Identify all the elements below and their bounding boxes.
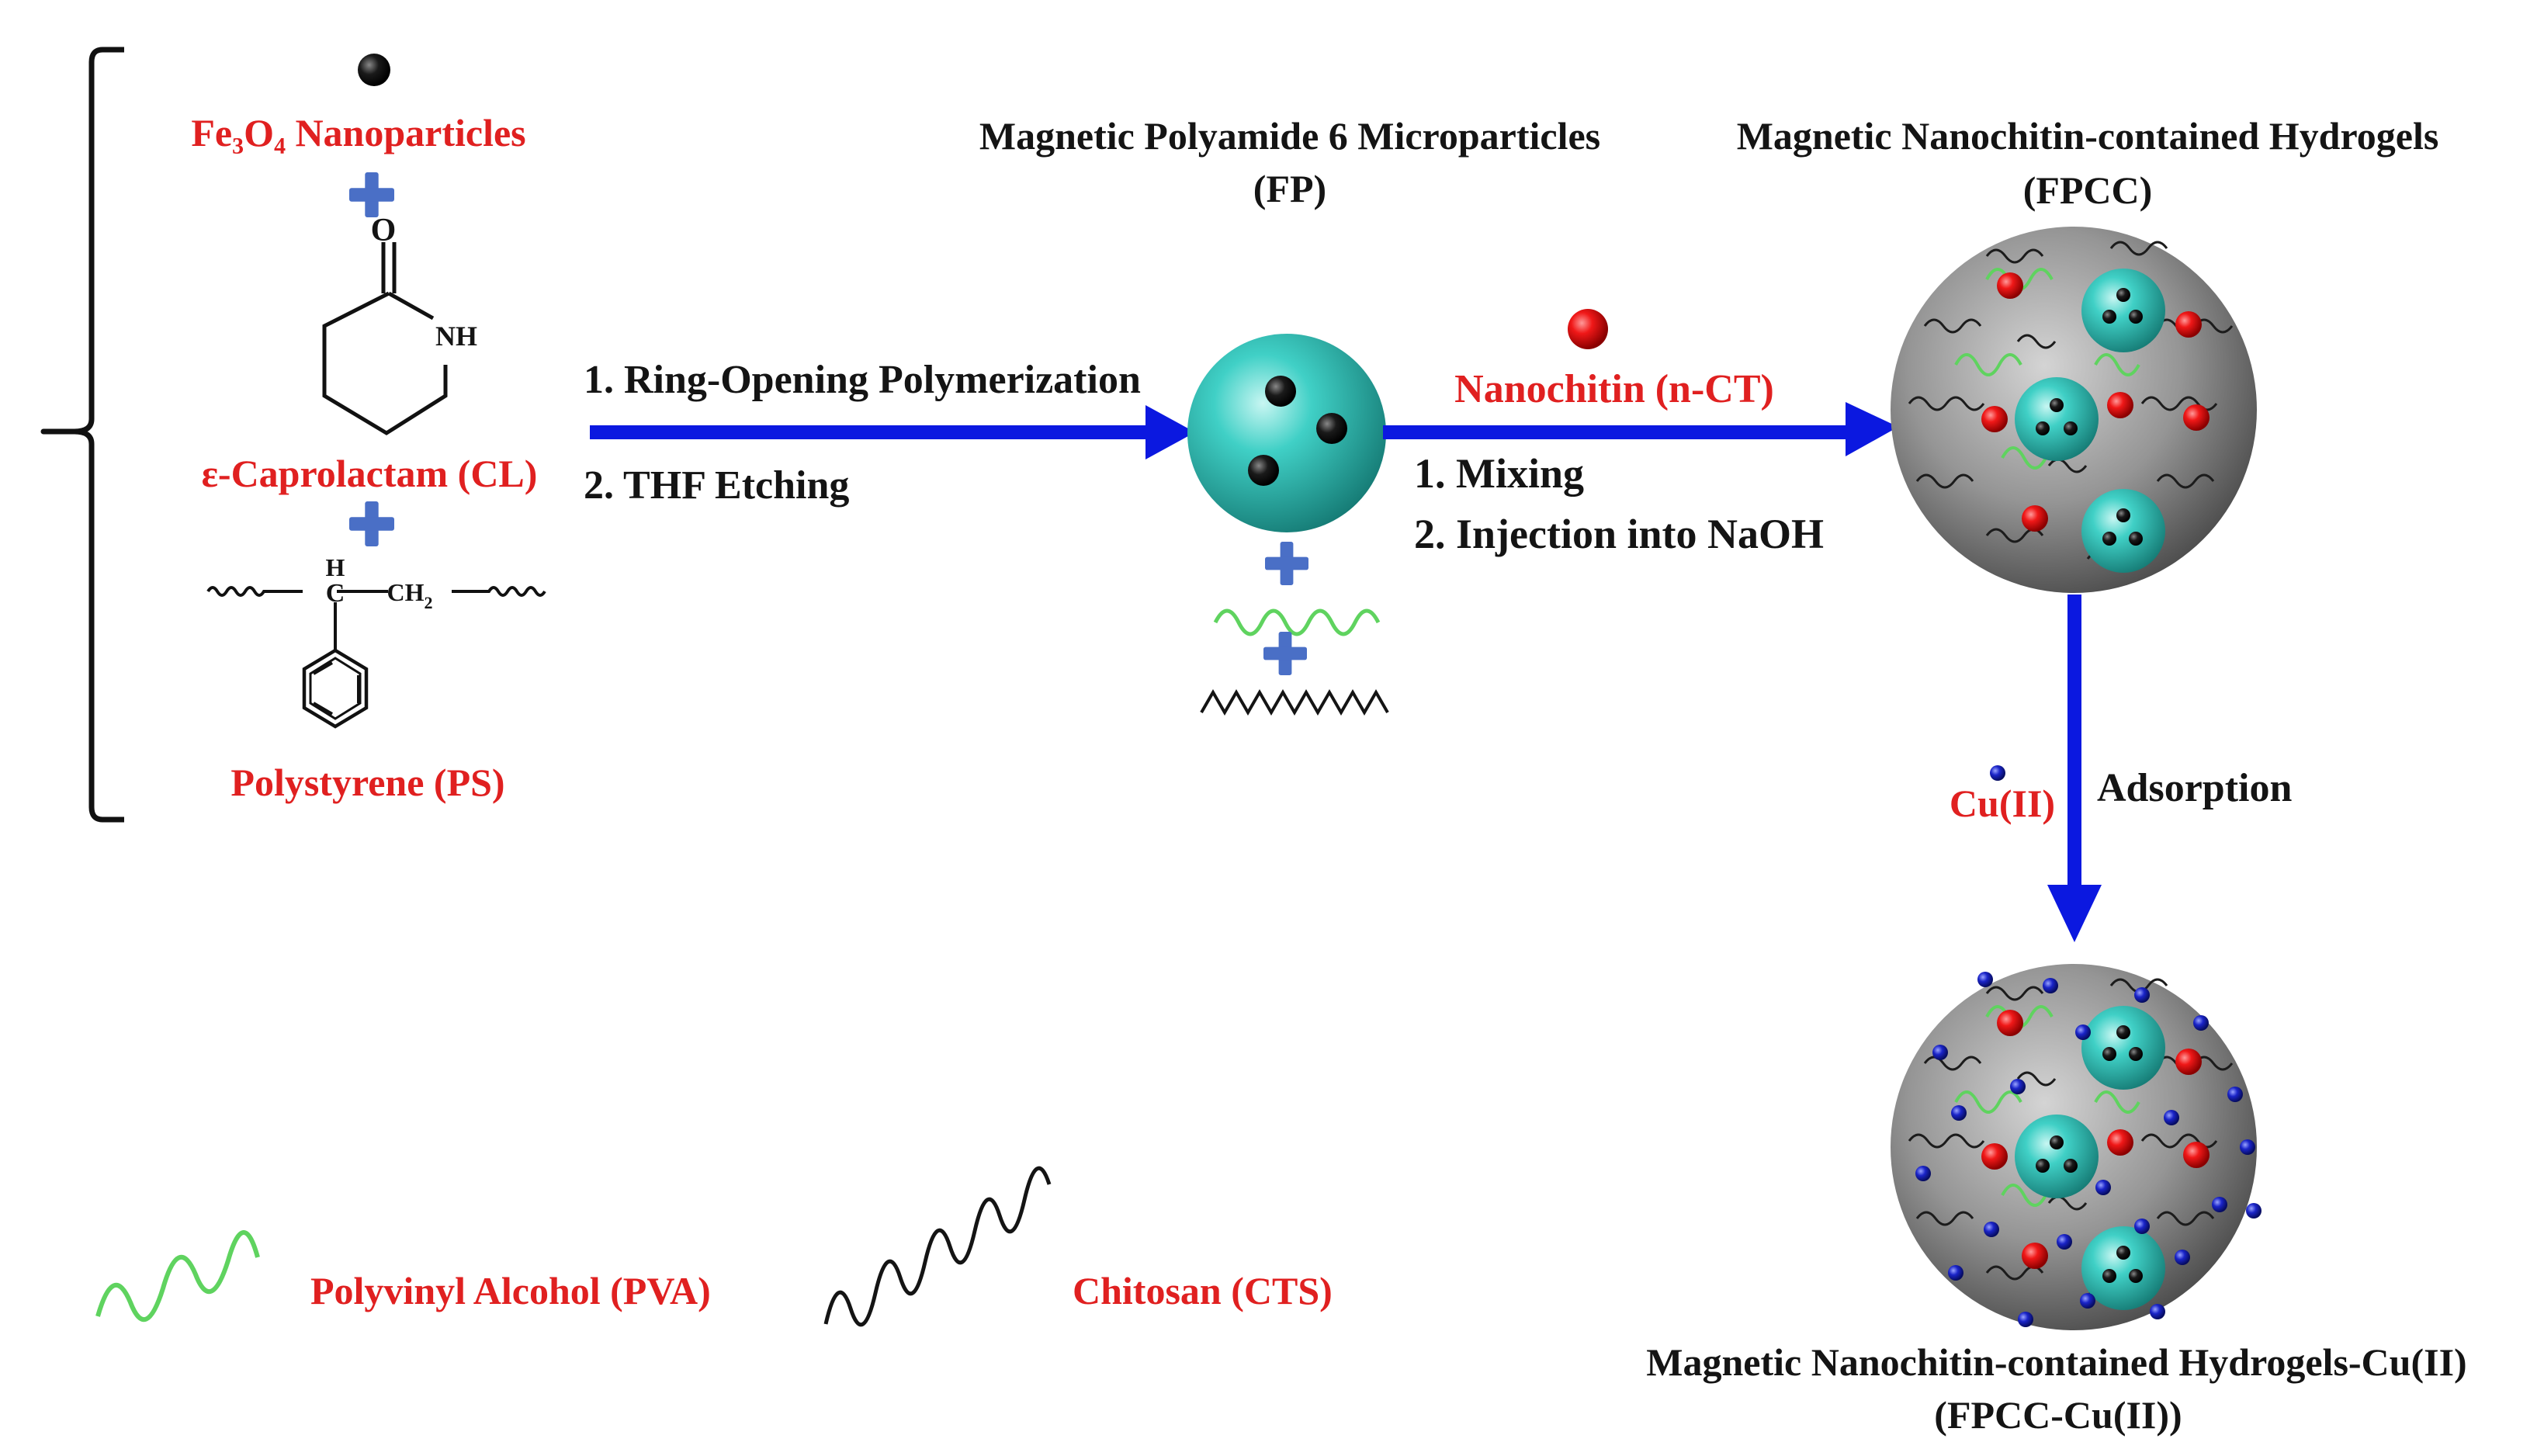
legend-pva-icon xyxy=(95,1230,260,1323)
fpcc-cu-abbr: (FPCC-Cu(II)) xyxy=(1934,1393,2182,1437)
nanochitin-label: Nanochitin (n-CT) xyxy=(1454,367,1774,411)
caprolactam-nh: NH xyxy=(435,321,477,352)
arrow-step-2 xyxy=(1383,402,1898,456)
fpcc-hydrogel xyxy=(1891,227,2257,593)
polystyrene-c: C xyxy=(326,579,345,608)
legend: Polyvinyl Alcohol (PVA) Chitosan (CTS) xyxy=(95,1166,1333,1327)
cu-ion-icon xyxy=(1990,765,2005,781)
fpcc-cu-hydrogel xyxy=(1891,964,2262,1330)
plus-icon xyxy=(1265,542,1308,585)
fpcc-title: Magnetic Nanochitin-contained Hydrogels xyxy=(1737,114,2439,158)
polystyrene-h: H xyxy=(326,553,345,581)
polystyrene-ch2: CH2 xyxy=(387,578,433,612)
step2-line2: 2. Injection into NaOH xyxy=(1414,511,1824,557)
plus-icon xyxy=(1263,632,1307,675)
step1-line2: 2. THF Etching xyxy=(584,463,849,508)
caprolactam-label: ε-Caprolactam (CL) xyxy=(202,452,538,495)
legend-pva-label: Polyvinyl Alcohol (PVA) xyxy=(310,1269,711,1312)
arrow-step-1 xyxy=(590,405,1195,459)
plus-icon xyxy=(349,501,394,546)
fpcc-abbr: (FPCC) xyxy=(2023,168,2153,212)
arrow-adsorption xyxy=(2047,595,2102,942)
polystyrene-label: Polystyrene (PS) xyxy=(230,761,504,804)
step1-line1: 1. Ring-Opening Polymerization xyxy=(584,358,1141,402)
fe3o4-label: Fe₃O₄ Nanoparticles xyxy=(191,111,525,154)
plus-icon xyxy=(349,172,394,217)
caprolactam-oxygen: O xyxy=(371,213,397,248)
step2-line1: 1. Mixing xyxy=(1414,450,1584,497)
cu-label: Cu(II) xyxy=(1950,782,2055,825)
adsorption-label: Adsorption xyxy=(2097,766,2292,810)
cts-chain-icon xyxy=(1200,688,1389,716)
left-brace xyxy=(40,47,124,823)
fp-title: Magnetic Polyamide 6 Microparticles xyxy=(979,114,1600,158)
fpcc-cu-title: Magnetic Nanochitin-contained Hydrogels-… xyxy=(1646,1340,2466,1384)
pva-chain-icon xyxy=(1213,608,1381,636)
nanochitin-particle-icon xyxy=(1568,309,1608,349)
polystyrene-structure xyxy=(206,586,546,729)
legend-cts-icon xyxy=(823,1166,1052,1327)
fe3o4-particle-icon xyxy=(358,54,390,86)
legend-cts-label: Chitosan (CTS) xyxy=(1073,1269,1333,1312)
fp-abbr: (FP) xyxy=(1253,167,1326,210)
caprolactam-structure xyxy=(322,242,448,435)
fp-microparticle xyxy=(1187,334,1386,532)
